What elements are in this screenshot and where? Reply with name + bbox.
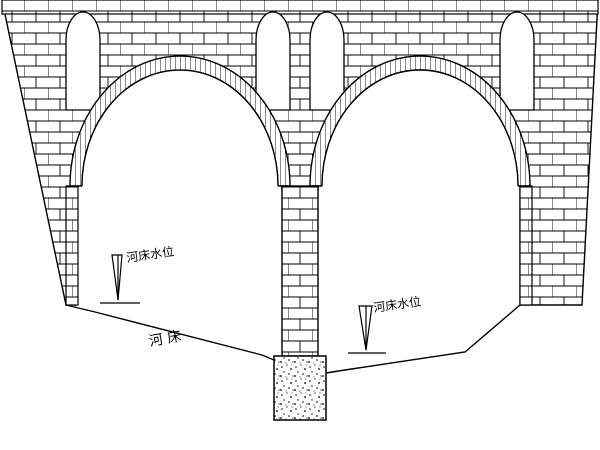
water-level-label-left: 河床水位 <box>125 243 175 265</box>
water-level-marker-right <box>348 305 386 354</box>
opening-left-1 <box>65 11 101 111</box>
water-level-marker-left <box>100 254 140 304</box>
spandrel-openings <box>65 11 535 111</box>
opening-left-2 <box>255 11 291 111</box>
arch-spans <box>77 187 519 305</box>
riverbed-line <box>65 304 275 361</box>
arch-rings <box>69 55 531 190</box>
abutment-left <box>65 185 79 306</box>
opening-right-2 <box>499 11 535 111</box>
water-level-label-right: 河床水位 <box>372 293 422 315</box>
riverbed-line-right <box>325 304 521 374</box>
opening-right-1 <box>309 11 345 111</box>
abutment-right <box>519 185 533 306</box>
pier-foundation <box>273 355 327 421</box>
pier <box>281 185 319 357</box>
riverbed-label: 河 床 <box>148 329 183 350</box>
